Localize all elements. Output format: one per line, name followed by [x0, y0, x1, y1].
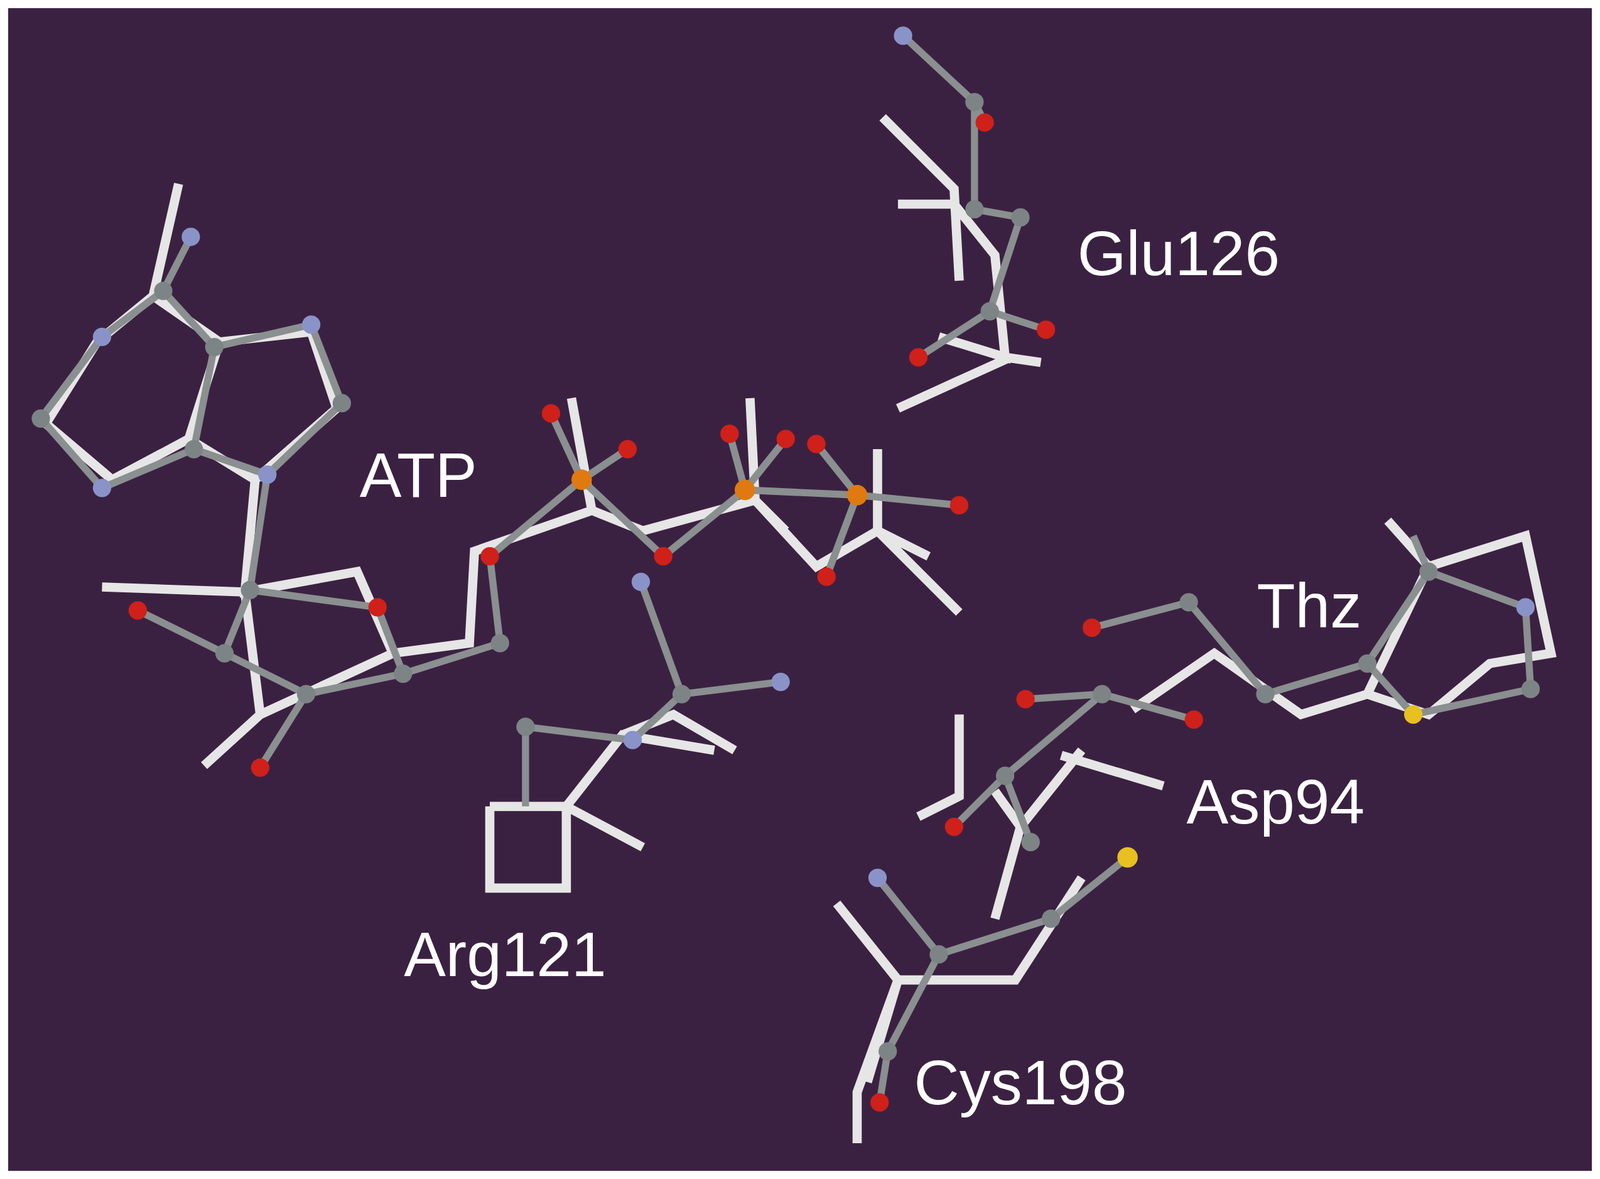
atom [894, 26, 913, 45]
atom [251, 757, 270, 777]
atp-sticks [45, 183, 959, 766]
atom [980, 302, 1000, 321]
residue-label: Arg121 [403, 922, 606, 986]
atom [631, 572, 650, 591]
atom [1184, 710, 1204, 729]
residue-label: Thz [1257, 573, 1363, 637]
background [8, 8, 1592, 1171]
atom [776, 429, 795, 448]
atom [945, 817, 964, 836]
atom [491, 633, 510, 652]
atom [1404, 705, 1423, 724]
atom [1521, 679, 1540, 698]
atom [654, 546, 673, 566]
white-stick-model [45, 117, 1552, 1143]
atom [995, 766, 1015, 785]
atom [870, 1092, 889, 1111]
atom [965, 92, 984, 112]
atom [878, 1041, 897, 1060]
glu-sticks [882, 117, 1042, 409]
atom [1016, 690, 1035, 709]
thz-bonds [1091, 535, 1531, 714]
ball-and-stick-model [40, 35, 1531, 1103]
atom [297, 684, 316, 703]
atom [929, 945, 948, 964]
atom [806, 434, 826, 453]
atom [847, 484, 868, 506]
atom [1358, 654, 1377, 673]
atom [571, 469, 593, 491]
atom [734, 479, 756, 501]
atom [1419, 562, 1438, 581]
atom [950, 496, 969, 515]
atom [184, 439, 203, 458]
atom [1041, 909, 1060, 928]
atom [623, 730, 642, 750]
atom [332, 393, 352, 412]
atom [1082, 618, 1101, 637]
glu-bonds [902, 35, 1047, 358]
atom [393, 664, 412, 683]
residue-label: Glu126 [1077, 221, 1280, 285]
atom [771, 672, 790, 691]
atom [1179, 592, 1199, 611]
atom [1516, 597, 1535, 617]
residue-label: ATP [359, 443, 478, 507]
atom [1010, 208, 1030, 227]
atom [817, 567, 836, 586]
atom [128, 600, 147, 620]
atom [92, 327, 112, 346]
atom [181, 227, 200, 246]
atom [672, 684, 691, 703]
atom [215, 643, 234, 662]
atom [516, 717, 535, 736]
atom [480, 546, 499, 566]
atom [541, 404, 561, 423]
atom [1255, 684, 1275, 703]
atom [868, 868, 887, 887]
atom [965, 200, 984, 219]
residue-label: Cys198 [913, 1050, 1127, 1114]
atom [368, 597, 387, 617]
arg-bonds [525, 581, 781, 807]
atom [975, 113, 995, 132]
atoms [31, 26, 1540, 1111]
atom [31, 409, 50, 428]
atom [1036, 320, 1055, 339]
thz-sticks [1132, 520, 1552, 715]
atom [258, 465, 277, 484]
atom [720, 424, 739, 443]
atom [1021, 832, 1040, 851]
atom [618, 439, 637, 458]
atom [909, 347, 928, 367]
asp-bonds [953, 693, 1194, 843]
atom [205, 337, 224, 357]
atom [1092, 684, 1111, 703]
atom [92, 478, 112, 497]
atp-bonds [40, 236, 960, 768]
atom [241, 580, 260, 600]
atom [153, 281, 173, 301]
atom [302, 315, 321, 334]
residue-label: Asp94 [1186, 769, 1365, 833]
atom [1117, 847, 1138, 868]
